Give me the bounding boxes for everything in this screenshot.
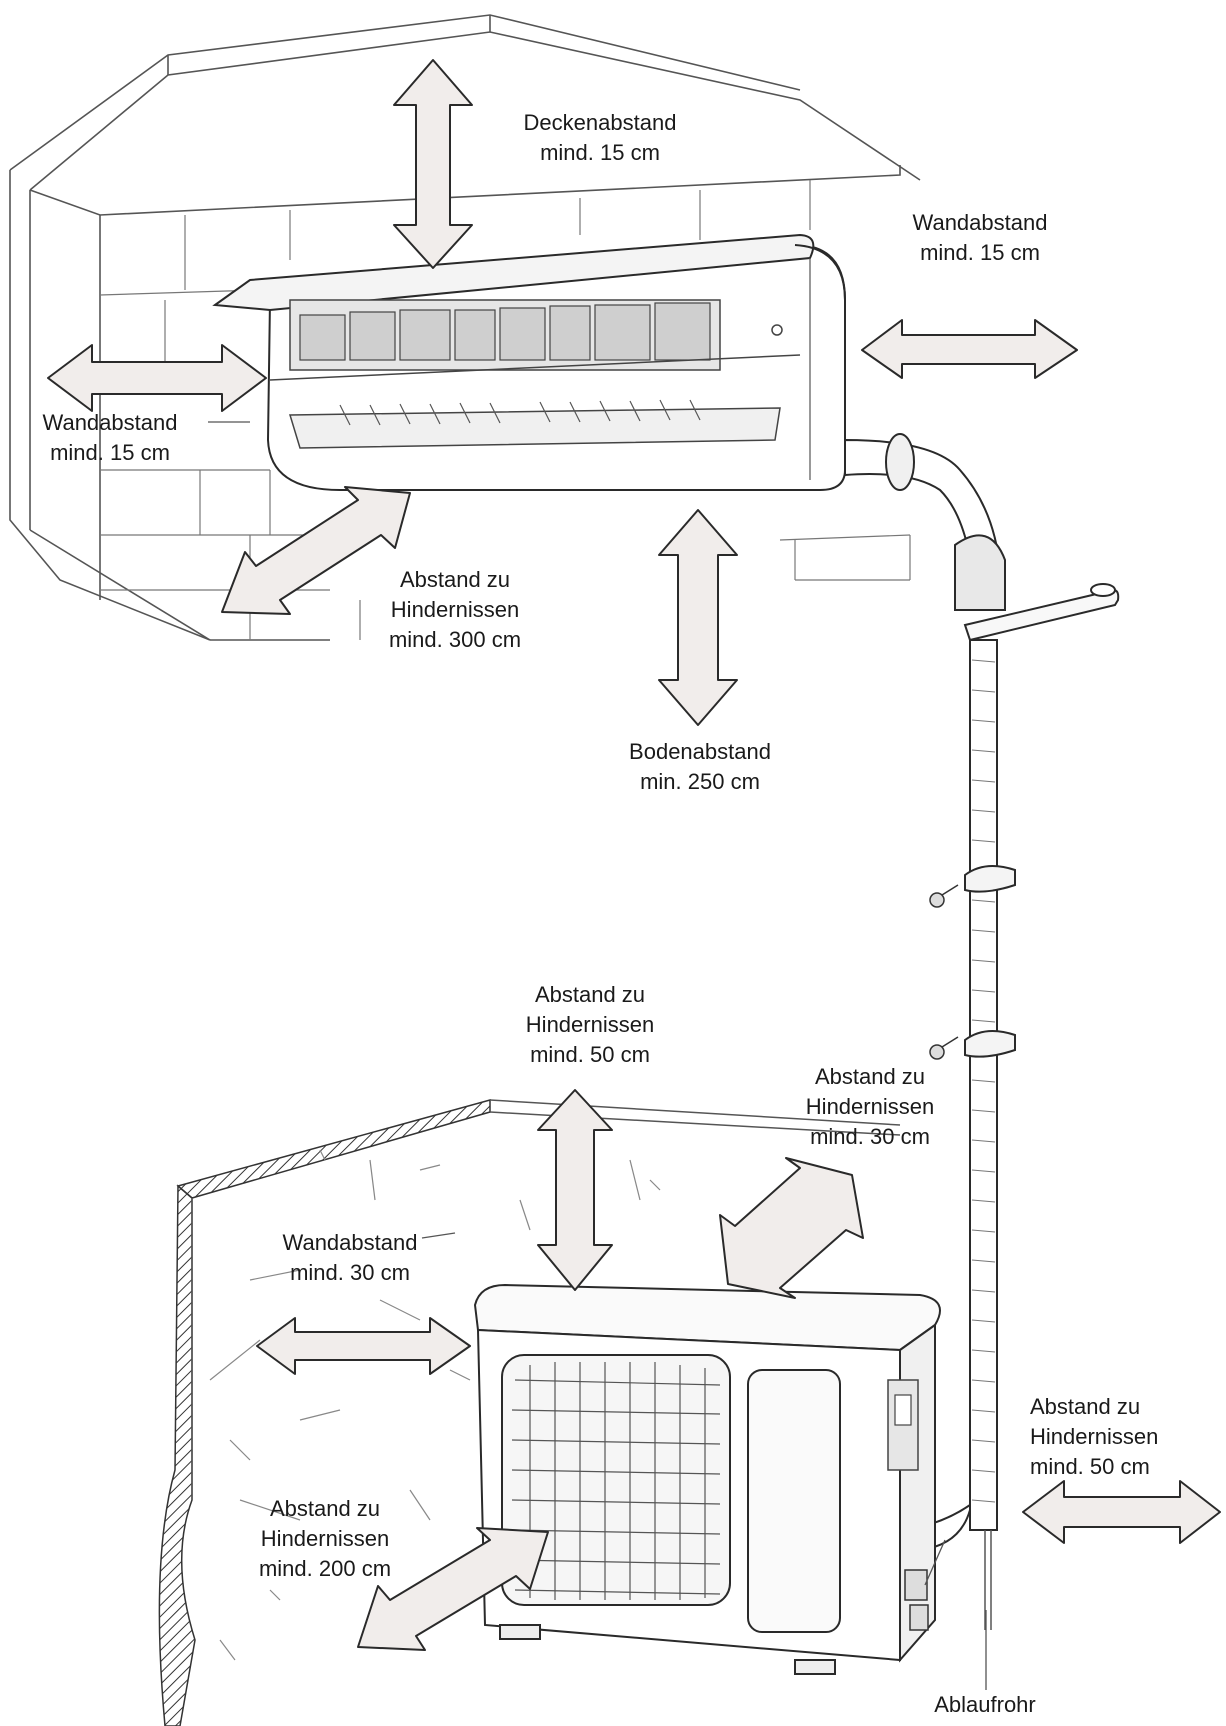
- label-ceiling-clearance: Deckenabstand mind. 15 cm: [523, 110, 677, 165]
- arrow-wall-right-indoor: [861, 319, 1078, 379]
- label-obstacle-front-outdoor: Abstand zu Hindernissen mind. 200 cm: [258, 1496, 392, 1581]
- label-obstacle-front-indoor: Abstand zu Hindernissen mind. 300 cm: [388, 567, 522, 652]
- indoor-unit: [212, 233, 846, 491]
- label-obstacle-top-outdoor: Abstand zu Hindernissen mind. 50 cm: [525, 982, 655, 1067]
- arrow-floor: [658, 509, 738, 726]
- arrow-obstacle-front-outdoor: [357, 1527, 549, 1651]
- arrow-ceiling: [393, 59, 473, 269]
- label-drain-pipe: Ablaufrohr: [934, 1692, 1036, 1717]
- outdoor-unit: [473, 1283, 941, 1675]
- arrow-wall-left-indoor: [47, 344, 267, 412]
- leader-lines: [208, 421, 987, 1690]
- screw-icon: [929, 884, 959, 1060]
- arrow-obstacle-back-outdoor: [719, 1157, 864, 1299]
- label-wall-left-indoor: Wandabstand mind. 15 cm: [42, 410, 178, 465]
- clearance-arrows: [47, 59, 1221, 1651]
- arrow-wall-left-outdoor: [256, 1317, 471, 1375]
- label-wall-left-outdoor: Wandabstand mind. 30 cm: [282, 1230, 418, 1285]
- label-obstacle-right-outdoor: Abstand zu Hindernissen mind. 50 cm: [1030, 1394, 1159, 1479]
- label-floor-clearance: Bodenabstand min. 250 cm: [629, 739, 771, 794]
- arrow-obstacle-right-outdoor: [1022, 1480, 1221, 1544]
- arrow-obstacle-top-outdoor: [537, 1089, 613, 1291]
- arrow-obstacle-front-indoor: [221, 486, 411, 615]
- label-obstacle-back-outdoor: Abstand zu Hindernissen mind. 30 cm: [805, 1064, 935, 1149]
- label-wall-right-indoor: Wandabstand mind. 15 cm: [912, 210, 1048, 265]
